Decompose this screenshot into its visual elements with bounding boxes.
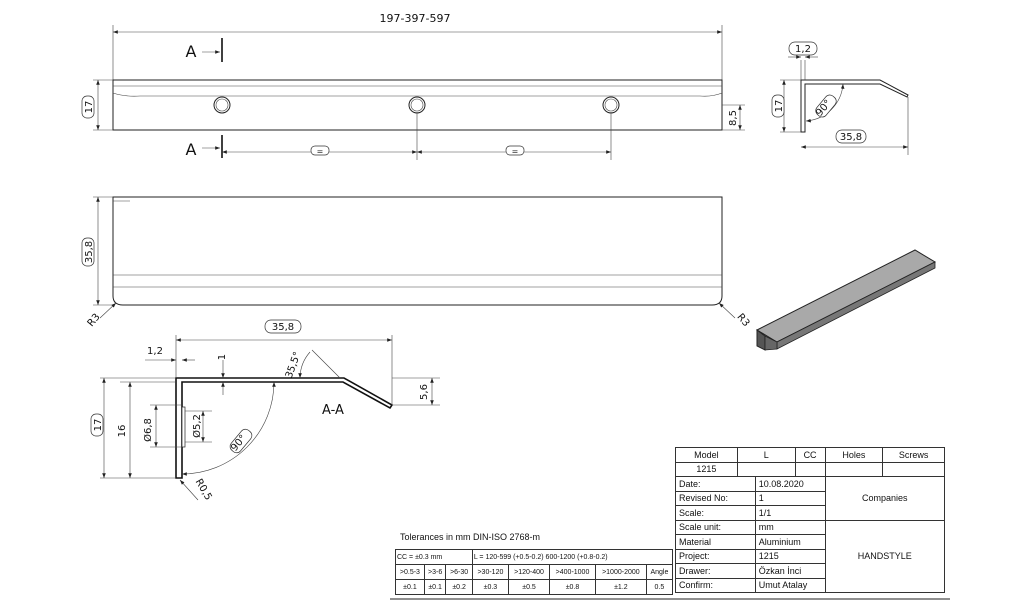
radius-right: R3 <box>734 312 751 329</box>
length-tolerance: L = 120-599 (+0.5-0.2) 600-1200 (+0.8-0.… <box>471 549 674 565</box>
section-height: 17 <box>93 419 104 432</box>
header-screws: Screws <box>882 447 945 463</box>
companies-cell: Companies <box>824 476 946 521</box>
radius-left: R3 <box>86 312 103 329</box>
equal-mark-1: = <box>317 147 324 156</box>
header-l: L <box>736 447 796 463</box>
section-thickness: 1,2 <box>147 346 163 357</box>
field-label: Scale: <box>675 505 756 521</box>
section-mark-top: A <box>186 42 197 61</box>
field-value: mm <box>754 519 826 535</box>
corner-radius: R0,5 <box>193 477 214 502</box>
l-value <box>736 461 796 477</box>
header-model: Model <box>675 447 738 463</box>
isometric-view <box>755 249 937 351</box>
equal-mark-2: = <box>512 147 519 156</box>
cc-tolerance: CC = ±0.3 mm <box>395 549 473 565</box>
field-value: Özkan İnci <box>754 563 826 579</box>
tolerances-title: Tolerances in mm DIN-ISO 2768-m <box>400 532 541 542</box>
section-width: 35,8 <box>272 322 294 333</box>
profile-height: 17 <box>774 100 785 113</box>
field-label: Scale unit: <box>675 519 756 535</box>
brand-cell: HANDSTYLE <box>824 519 946 593</box>
length-dimension: 197-397-597 <box>380 12 451 25</box>
tolerance-values: ±0.1 ±0.1 ±0.2 ±0.3 ±0.5 ±0.8 ±1.2 0.5 <box>395 579 674 595</box>
field-value: Aluminium <box>754 534 826 550</box>
front-view: 35,8 R3 R3 <box>81 196 751 329</box>
value: ±1.2 <box>594 579 647 595</box>
section-top-thickness: 1 <box>217 354 228 360</box>
field-value: 1/1 <box>754 505 826 521</box>
hole-diameter: Ø5,2 <box>191 414 203 438</box>
section-inner-height: 16 <box>117 425 128 438</box>
section-a-a: 35,8 1,2 1 35,5° 5,6 A-A 17 16 Ø6,8 Ø5,2… <box>90 319 440 502</box>
height-dimension: 17 <box>84 101 95 114</box>
range: >120-400 <box>507 564 551 580</box>
section-mark-bottom: A <box>186 140 197 159</box>
range: >0.5-3 <box>395 564 425 580</box>
value: ±0.1 <box>395 579 425 595</box>
range: Angle <box>645 564 674 580</box>
width-dimension: 35,8 <box>84 241 95 263</box>
value: ±0.1 <box>423 579 447 595</box>
value: 0.5 <box>645 579 674 595</box>
range: >400-1000 <box>549 564 596 580</box>
screws-value <box>882 461 945 477</box>
holes-value <box>824 461 884 477</box>
section-title: A-A <box>322 403 344 418</box>
mounting-holes <box>213 96 620 114</box>
range: >30-120 <box>471 564 510 580</box>
cc-value <box>794 461 826 477</box>
field-label: Project: <box>675 548 756 564</box>
header-holes: Holes <box>824 447 884 463</box>
field-label: Date: <box>675 476 756 492</box>
model-value: 1215 <box>675 461 738 477</box>
range: >6-30 <box>445 564 473 580</box>
field-value: 1215 <box>754 548 826 564</box>
range: >3-6 <box>423 564 447 580</box>
profile-thickness: 1,2 <box>795 44 811 55</box>
value: ±0.3 <box>471 579 510 595</box>
top-view: 197-397-597 A A = = 17 8,5 <box>81 12 745 160</box>
hole-offset-dimension: 8,5 <box>728 110 739 126</box>
field-label: Material <box>675 534 756 550</box>
header-cc: CC <box>794 447 826 463</box>
field-label: Revised No: <box>675 490 756 506</box>
value: ±0.2 <box>445 579 473 595</box>
tolerance-table: CC = ±0.3 mm L = 120-599 (+0.5-0.2) 600-… <box>395 549 674 595</box>
value: ±0.8 <box>549 579 596 595</box>
title-block: Model L CC Holes Screws 1215 Date:10.08.… <box>675 447 946 593</box>
bevel-angle: 35,5° <box>284 350 304 379</box>
field-value: Umut Atalay <box>754 577 826 593</box>
field-label: Drawer: <box>675 563 756 579</box>
value: ±0.5 <box>507 579 551 595</box>
counterbore-diameter: Ø6,8 <box>142 418 154 442</box>
range: >1000-2000 <box>594 564 647 580</box>
tolerance-ranges: >0.5-3 >3-6 >6-30 >30-120 >120-400 >400-… <box>395 564 674 580</box>
profile-width: 35,8 <box>840 132 862 143</box>
field-label: Confirm: <box>675 577 756 593</box>
bevel-drop: 5,6 <box>419 384 430 400</box>
field-value: 1 <box>754 490 826 506</box>
side-profile: 1,2 17 35,8 90° <box>771 41 909 155</box>
field-value: 10.08.2020 <box>754 476 826 492</box>
